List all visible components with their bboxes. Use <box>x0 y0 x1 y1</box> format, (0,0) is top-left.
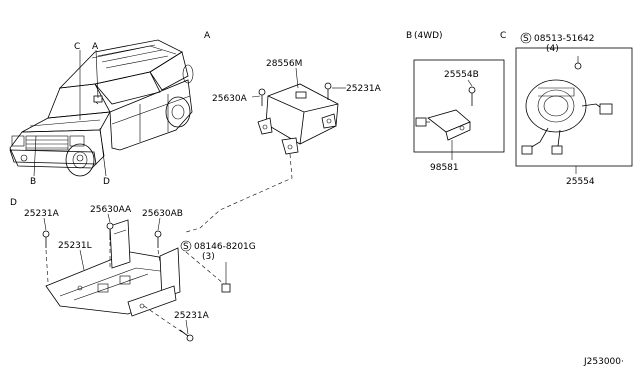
label-25231L: 25231L <box>58 241 92 251</box>
label-25630AB: 25630AB <box>142 209 183 219</box>
bolt-25554B <box>468 86 476 106</box>
callout-d: D <box>103 177 110 187</box>
section-c-frame <box>515 47 633 167</box>
section-b-frame <box>413 59 505 153</box>
label-08146-qty: (3) <box>202 252 215 262</box>
bolt-25630AA <box>106 222 114 240</box>
section-b-label: B (4WD) <box>406 31 443 41</box>
callout-c: C <box>74 42 80 52</box>
svg-text:S: S <box>523 34 529 44</box>
svg-text:S: S <box>183 242 189 252</box>
label-98581: 98581 <box>430 163 459 173</box>
label-08513: 08513-51642 <box>534 34 595 44</box>
callout-a: A <box>92 42 99 52</box>
airbag-control-module <box>257 83 339 155</box>
label-28556M: 28556M <box>266 59 302 69</box>
screw-08146: S <box>180 240 192 252</box>
label-25554B: 25554B <box>444 70 479 80</box>
mounting-bracket-25231L <box>45 219 181 317</box>
spiral-cable-25554 <box>521 79 613 155</box>
label-25630A: 25630A <box>212 94 248 104</box>
label-08513-qty: (4) <box>546 44 559 54</box>
label-25554: 25554 <box>566 177 595 187</box>
vehicle-callouts: C A B D <box>30 42 110 187</box>
label-25231A-bottom: 25231A <box>174 311 210 321</box>
callout-b: B <box>30 177 36 187</box>
label-25231A-d: 25231A <box>24 209 60 219</box>
label-25231A-top: 25231A <box>346 84 382 94</box>
bolt-25231A-top <box>324 82 332 100</box>
section-a-label: A <box>204 31 211 41</box>
label-25630AA: 25630AA <box>90 205 132 215</box>
section-d-label: D <box>10 198 17 208</box>
screw-08513: S <box>520 32 532 44</box>
bolt-25231A-d <box>42 230 50 248</box>
diagram-id: J253000· <box>583 357 624 367</box>
bolt-25630A <box>258 88 266 106</box>
section-c-label: C <box>500 31 506 41</box>
bolt-25231A-bottom <box>179 329 194 342</box>
screw-08513-part <box>574 56 582 70</box>
bolt-08146-part <box>221 262 231 293</box>
bolt-25630AB <box>154 230 162 248</box>
sensor-98581 <box>415 109 471 141</box>
vehicle-illustration <box>9 39 194 177</box>
label-08146: 08146-8201G <box>194 242 256 252</box>
